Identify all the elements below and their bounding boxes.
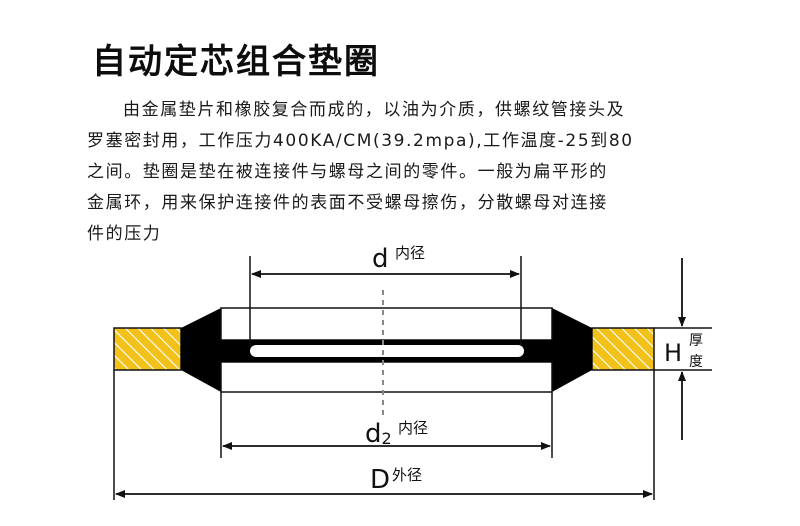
- seal-bead: [250, 345, 524, 357]
- page-title: 自动定芯组合垫圈: [92, 42, 380, 82]
- left-metal-ring: [113, 327, 182, 371]
- right-rubber-lip: [540, 308, 592, 392]
- D-label: 外径: [392, 466, 422, 484]
- description-line: 罗塞密封用，工作压力400KA/CM(39.2mpa),工作温度-25到80: [87, 131, 634, 151]
- description-line: 之间。垫圈是垫在被连接件与螺母之间的零件。一般为扁平形的: [87, 162, 608, 182]
- description-line-text: 由金属垫片和橡胶复合而成的，以油为介质，供螺纹管接头及: [123, 100, 626, 120]
- right-metal-ring: [591, 327, 655, 371]
- H-label-bottom: 度: [689, 354, 703, 370]
- H-symbol: H: [664, 339, 682, 367]
- description-line: 金属环，用来保护连接件的表面不受螺母擦伤，分散螺母对连接: [87, 193, 608, 213]
- upper-inner-plate: [220, 307, 553, 341]
- description-line: 由金属垫片和橡胶复合而成的，以油为介质，供螺纹管接头及: [87, 95, 727, 126]
- H-label-top: 厚: [689, 333, 703, 349]
- lower-inner-plate: [220, 361, 553, 393]
- d2-symbol: d2: [365, 419, 392, 449]
- d2-label: 内径: [398, 419, 428, 437]
- left-rubber-lip: [181, 308, 232, 392]
- D-symbol: D: [370, 465, 390, 495]
- d-symbol: d: [372, 244, 389, 274]
- description-line: 件的压力: [87, 224, 162, 244]
- description-paragraph: 由金属垫片和橡胶复合而成的，以油为介质，供螺纹管接头及 罗塞密封用，工作压力40…: [87, 95, 727, 250]
- d-label: 内径: [395, 244, 425, 262]
